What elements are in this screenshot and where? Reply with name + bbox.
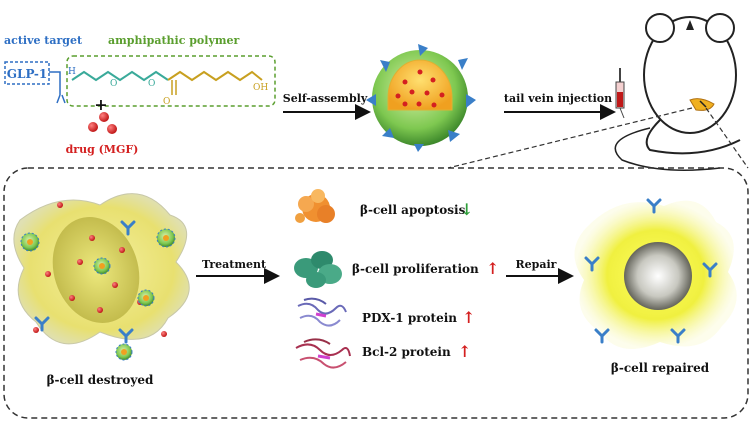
- pdx1-protein-illustration: [297, 297, 347, 327]
- repaired-receptor-icons: [584, 198, 718, 344]
- svg-text:↓: ↓: [460, 200, 473, 219]
- bottom-panel: [3, 167, 749, 419]
- destroyed-cell: [13, 193, 190, 361]
- svg-text:active target: active target: [4, 34, 83, 47]
- svg-text:H: H: [68, 67, 76, 77]
- drug-label: drug (MGF): [66, 143, 139, 156]
- svg-text:O: O: [110, 79, 117, 89]
- effect-bcl2: Bcl-2 protein ↑: [362, 342, 471, 361]
- glp1-label: GLP-1: [7, 67, 47, 81]
- svg-text:Bcl-2 protein: Bcl-2 protein: [362, 345, 451, 359]
- svg-text:↑: ↑: [486, 259, 499, 278]
- svg-text:↑: ↑: [458, 342, 471, 361]
- active-target-label: active target: [4, 34, 83, 47]
- receptor-icons: [34, 220, 136, 344]
- svg-text:OH: OH: [253, 83, 268, 93]
- proliferation-illustration: [294, 251, 342, 288]
- mouse-illustration: [614, 13, 741, 171]
- self-assembly-label: Self-assembly: [283, 92, 368, 105]
- svg-text:O: O: [163, 97, 170, 107]
- bcl2-protein-illustration: [295, 338, 351, 369]
- polymer-box: [66, 55, 276, 107]
- effect-proliferation: β-cell proliferation ↑: [352, 259, 499, 278]
- connector-left: [447, 107, 693, 169]
- effect-pdx1: PDX-1 protein ↑: [362, 308, 475, 327]
- glp1-box: [4, 61, 50, 85]
- plus-sign: +: [94, 95, 107, 114]
- treatment-label: Treatment: [202, 258, 267, 271]
- repaired-cell: [574, 198, 737, 350]
- repaired-label: β-cell repaired: [611, 361, 710, 375]
- polymer-structure: H O O O OH: [49, 67, 268, 107]
- svg-text:amphipathic polymer: amphipathic polymer: [108, 34, 239, 47]
- svg-text:PDX-1 protein: PDX-1 protein: [362, 311, 457, 325]
- svg-text:β-cell apoptosis: β-cell apoptosis: [360, 203, 466, 217]
- syringe-icon: [615, 68, 625, 119]
- repair-label: Repair: [516, 258, 557, 271]
- effect-apoptosis: β-cell apoptosis ↓: [360, 200, 473, 219]
- injection-label: tail vein injection: [504, 92, 612, 105]
- drug-molecules: [88, 112, 117, 134]
- destroyed-label: β-cell destroyed: [47, 373, 154, 387]
- svg-text:↑: ↑: [462, 308, 475, 327]
- svg-text:O: O: [148, 79, 155, 89]
- svg-text:β-cell proliferation: β-cell proliferation: [352, 262, 479, 276]
- polymer-label: amphipathic polymer: [108, 34, 239, 47]
- nanoparticle: [366, 44, 476, 152]
- apoptosis-illustration: [295, 189, 335, 223]
- cell-nanoparticles: [20, 228, 176, 361]
- connector-right: [705, 107, 749, 169]
